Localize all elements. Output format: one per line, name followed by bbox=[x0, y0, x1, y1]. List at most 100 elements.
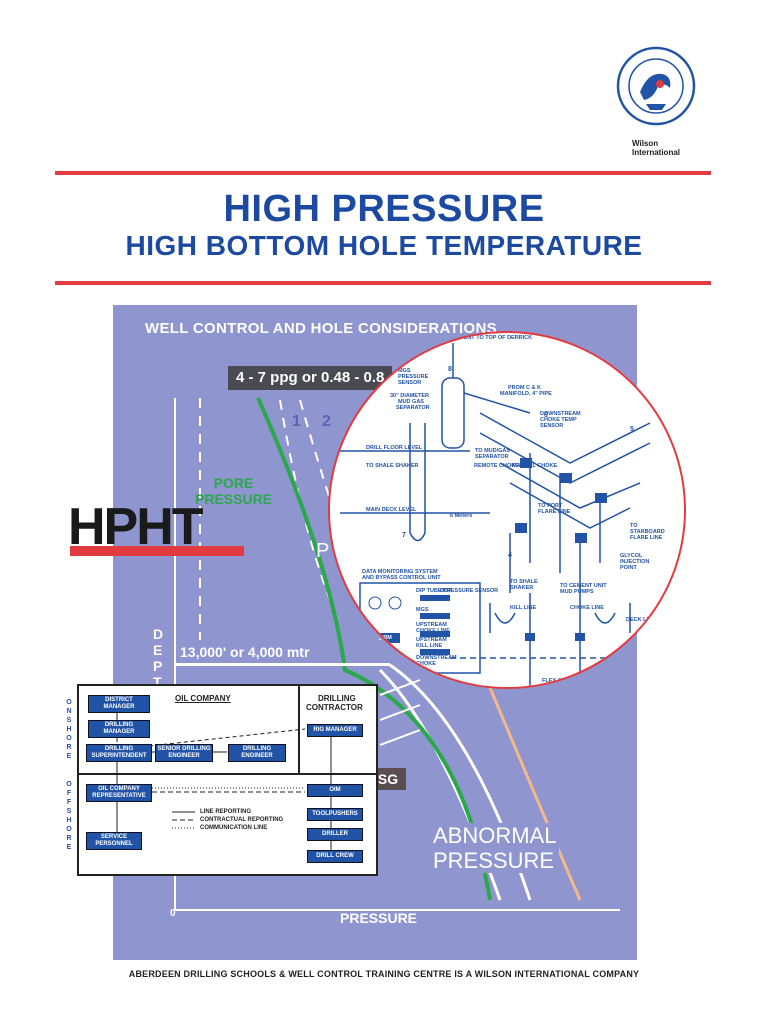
dip-tube-label: DIP TUBE PRESSURE SENSOR bbox=[416, 588, 499, 594]
drill-floor-label: DRILL FLOOR LEVEL bbox=[366, 445, 423, 451]
logo: Wilson International bbox=[614, 42, 698, 162]
oil-company-heading: OIL COMPANY bbox=[175, 694, 231, 703]
org-divider-horizontal bbox=[77, 773, 378, 775]
oil-rep-2: REPRESENTATIVE bbox=[92, 793, 146, 799]
to-cement-label: TO CEMENT UNIT MUD PUMPS bbox=[560, 583, 607, 595]
bop-label: BOP bbox=[440, 588, 452, 594]
upstream-choke-label: UPSTREAM CHOKE LINE bbox=[416, 622, 450, 634]
logo-brand-1: Wilson bbox=[632, 139, 659, 148]
senior-engineer-1: SENIOR DRILLING bbox=[157, 746, 211, 752]
onshore-letter: H bbox=[66, 726, 72, 733]
sea-label: SEA bbox=[630, 645, 642, 651]
number-8: 8 bbox=[448, 366, 452, 373]
onshore-letter: N bbox=[66, 708, 72, 715]
mgs-label: MGS bbox=[416, 607, 429, 613]
offshore-letter: F bbox=[66, 799, 72, 806]
number-4: 4 bbox=[508, 552, 512, 559]
remote-actuator-1: REMOTE bbox=[652, 393, 676, 399]
drilling-engineer-2: ENGINEER bbox=[241, 753, 273, 759]
abnormal-pressure-label: ABNORMAL PRESSURE bbox=[430, 823, 560, 873]
six-meters-label: 6 Meters bbox=[450, 513, 473, 519]
kill-line-label: KILL LINE bbox=[510, 605, 537, 611]
remote-choke-label: REMOTE CHOKE bbox=[474, 463, 519, 469]
drilling-manager-2: MANAGER bbox=[103, 729, 135, 735]
data-unit-2: AND BYPASS CONTROL UNIT bbox=[362, 575, 441, 581]
legend-contractual: CONTRACTUAL REPORTING bbox=[200, 817, 284, 823]
legend-line-reporting: LINE REPORTING bbox=[200, 809, 252, 815]
org-connector-lines bbox=[116, 711, 332, 850]
logo-seal-icon bbox=[616, 46, 696, 126]
drilling-engineer-box: DRILLING ENGINEER bbox=[228, 744, 286, 762]
glycol-label: GLYCOL INJECTION POINT bbox=[620, 553, 650, 571]
onshore-letter: O bbox=[66, 735, 72, 742]
pore-line-1: PORE bbox=[213, 475, 254, 491]
deck-level-label: DECK LEVEL bbox=[626, 617, 661, 623]
depth-letter-p: P bbox=[153, 658, 163, 674]
piping-schematic-graphic bbox=[340, 343, 684, 687]
footer-text: ABERDEEN DRILLING SCHOOLS & WELL CONTROL… bbox=[128, 969, 640, 979]
drilling-manager-1: DRILLING bbox=[104, 722, 134, 728]
separator-2: MUD GAS bbox=[398, 399, 424, 405]
offshore-letter: H bbox=[66, 817, 72, 824]
depth-letter-d: D bbox=[153, 626, 164, 642]
offshore-letter: S bbox=[66, 808, 72, 815]
oil-rep-1: OIL COMPANY bbox=[98, 786, 140, 792]
number-7: 7 bbox=[402, 532, 406, 539]
pore-line-2: PRESSURE bbox=[195, 491, 273, 507]
prom-label: PROM C & K bbox=[508, 385, 541, 391]
depth-letter-e: E bbox=[153, 642, 163, 658]
legend-communication: COMMUNICATION LINE bbox=[200, 825, 268, 831]
offshore-letter: O bbox=[66, 826, 72, 833]
offshore-letter: R bbox=[66, 835, 72, 842]
drilling-super-2: SUPERINTENDENT bbox=[91, 753, 147, 759]
p-fragment: P bbox=[316, 540, 330, 562]
choke-line-label: CHOKE LINE bbox=[570, 605, 604, 611]
downstream-temp-label: DOWNSTREAM CHOKE TEMP SENSOR bbox=[540, 411, 581, 429]
title-line-2: HIGH BOTTOM HOLE TEMPERATURE bbox=[125, 230, 643, 261]
drilling-contractor-2: CONTRACTOR bbox=[306, 703, 363, 712]
depth-label: 13,000' or 4,000 mtr bbox=[180, 644, 310, 660]
to-shale-2-label: TO SHALE SHAKER bbox=[510, 579, 538, 591]
drilling-engineer-1: DRILLING bbox=[242, 746, 272, 752]
separator-1: 30" DIAMETER bbox=[390, 393, 429, 399]
to-starboard-label: TO STARBOARD FLARE LINE bbox=[630, 523, 665, 541]
to-mudgas-label: TO MUD/GAS SEPARATOR bbox=[475, 448, 511, 460]
onshore-letter: S bbox=[66, 717, 72, 724]
ppg-range-box: 4 - 7 ppg or 0.48 - 0.8 bbox=[228, 366, 393, 390]
onshore-label: O N S H O R E bbox=[64, 698, 74, 761]
flex-joint-label: FLEX JOINT bbox=[542, 678, 574, 684]
drilling-contractor-1: DRILLING bbox=[318, 694, 356, 703]
service-personnel-box: SERVICE PERSONNEL bbox=[86, 832, 142, 850]
pressure-axis-label: PRESSURE bbox=[340, 910, 418, 926]
vent-label: VENT TO TOP OF DERRICK bbox=[460, 335, 533, 341]
alarm-label: ALARM bbox=[372, 635, 392, 641]
senior-engineer-2: ENGINEER bbox=[168, 753, 200, 759]
data-unit-1: DATA MONITORING SYSTEM bbox=[362, 569, 438, 575]
district-manager-2: MANAGER bbox=[103, 704, 135, 710]
to-shale-label: TO SHALE SHAKER bbox=[366, 463, 419, 469]
onshore-letter: R bbox=[66, 744, 72, 751]
offshore-letter: F bbox=[66, 790, 72, 797]
service-1: SERVICE bbox=[100, 834, 128, 840]
manifold-label: MANIFOLD, 4" PIPE bbox=[500, 391, 552, 397]
offshore-letter: E bbox=[66, 844, 72, 851]
column-label-1: 1 bbox=[292, 413, 301, 430]
manual-choke-label: MANUAL CHOKE bbox=[512, 463, 558, 469]
district-manager-1: DISTRICT bbox=[105, 697, 133, 703]
onshore-letter: O bbox=[66, 699, 72, 706]
choke-manifold-schematic: VENT TO TOP OF DERRICK MGS PRESSURE SENS… bbox=[328, 331, 686, 689]
top-rule bbox=[55, 171, 711, 175]
sg-box: SG bbox=[370, 768, 406, 790]
depth-line bbox=[175, 663, 390, 666]
remote-actuator-2: ACTUATOR bbox=[652, 400, 683, 406]
axis-zero: 0 bbox=[170, 908, 176, 919]
bottom-rule bbox=[55, 281, 711, 285]
abnormal-line-1: ABNORMAL bbox=[433, 823, 557, 848]
offshore-label: O F F S H O R E bbox=[64, 780, 74, 852]
title-line-1: HIGH PRESSURE bbox=[223, 188, 545, 230]
area-fragment: AREA bbox=[422, 674, 442, 681]
pore-pressure-label: PORE PRESSURE bbox=[195, 475, 272, 507]
column-label-2: 2 bbox=[322, 413, 331, 430]
main-deck-label: MAIN DECK LEVEL bbox=[366, 507, 417, 513]
oim-box: OIM bbox=[307, 784, 363, 797]
